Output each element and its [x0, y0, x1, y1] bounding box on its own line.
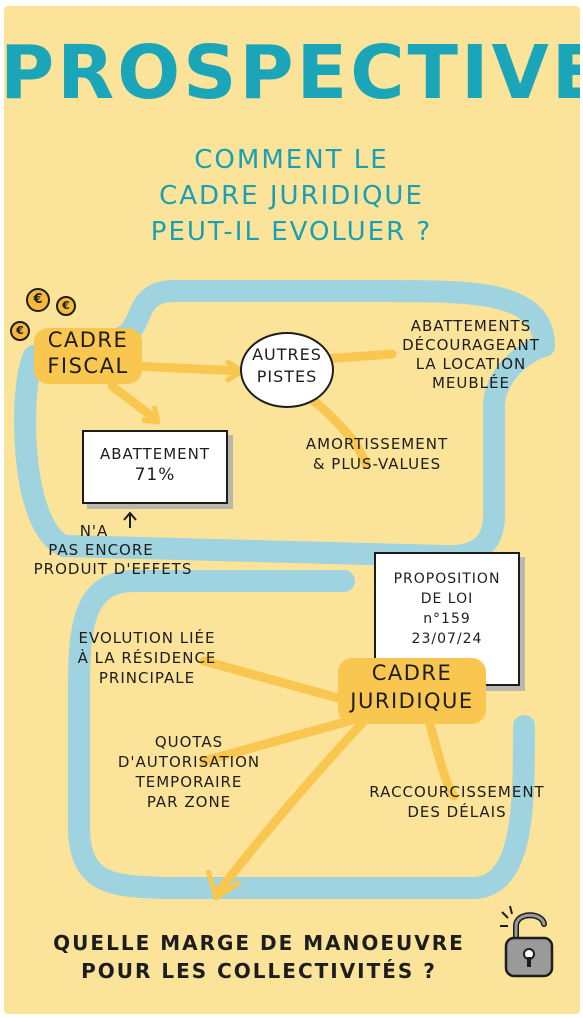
quotas-line-1: QUOTAS	[154, 733, 224, 751]
evolution-line-1: EVOLUTION LIÉE	[78, 629, 216, 647]
delais-line-1: RACCOURCISSEMENT	[369, 783, 545, 801]
delais-line-2: DES DÉLAIS	[407, 803, 507, 821]
euro-coin-icon: €	[56, 296, 76, 316]
abattements-note-line-2: DÉCOURAGEANT	[402, 336, 540, 354]
page-title: PROSPECTIVE	[4, 30, 580, 116]
euro-coin-icon: €	[10, 321, 30, 341]
quotas-line-3: TEMPORAIRE	[135, 773, 243, 791]
cadre-juridique-line-2: JURIDIQUE	[350, 689, 474, 713]
quotas-line-2: D'AUTORISATION	[117, 753, 261, 771]
cadre-juridique-line-1: CADRE	[371, 661, 453, 685]
conclusion-line-1: QUELLE MARGE DE MANOEUVRE	[53, 931, 465, 955]
amortissement-line-1: AMORTISSEMENT	[305, 435, 449, 453]
connector-paths	[14, 280, 555, 901]
abattement-label: ABATTEMENT	[100, 445, 210, 463]
quotas-line-4: PAR ZONE	[146, 793, 232, 811]
sketchnote-canvas: PROSPECTIVE COMMENT LE CADRE JURIDIQUE P…	[4, 6, 580, 1014]
proposition-line-4: 23/07/24	[411, 631, 483, 647]
autres-pistes-line-2: PISTES	[256, 367, 318, 386]
fiscal-highlight	[34, 328, 142, 384]
subtitle-line-1: COMMENT LE	[194, 145, 389, 175]
no-effect-line-2: PAS ENCORE	[48, 541, 154, 559]
proposition-line-2: DE LOI	[420, 591, 474, 607]
proposition-line-3: n°159	[423, 611, 471, 627]
proposition-line-1: PROPOSITION	[393, 571, 501, 587]
conclusion-line-2: POUR LES COLLECTIVITÉS ?	[81, 959, 437, 983]
no-effect-line-3: PRODUIT D'EFFETS	[33, 560, 193, 578]
amortissement-line-2: & PLUS-VALUES	[312, 455, 442, 473]
abattements-note-line-1: ABATTEMENTS	[410, 317, 532, 335]
abattements-note-line-4: MEUBLÉE	[431, 374, 510, 392]
subtitle-line-2: CADRE JURIDIQUE	[159, 181, 424, 211]
cadre-fiscal-line-1: CADRE	[47, 328, 129, 352]
juridique-highlight	[338, 658, 486, 724]
evolution-line-3: PRINCIPALE	[98, 669, 196, 687]
padlock-icon	[500, 905, 554, 978]
euro-coin-icon: €	[26, 288, 50, 312]
abattement-value: 71%	[134, 465, 176, 485]
evolution-line-2: À LA RÉSIDENCE	[77, 649, 217, 667]
autres-pistes-bubble	[240, 332, 334, 408]
autres-pistes-line-1: AUTRES	[252, 345, 322, 364]
cadre-fiscal-line-2: FISCAL	[47, 354, 129, 378]
abattement-card	[82, 430, 228, 504]
subtitle-line-3: PEUT-IL EVOLUER ?	[150, 217, 433, 247]
no-effect-line-1: N'A	[79, 522, 109, 540]
abattements-note-line-3: LA LOCATION	[415, 355, 527, 373]
